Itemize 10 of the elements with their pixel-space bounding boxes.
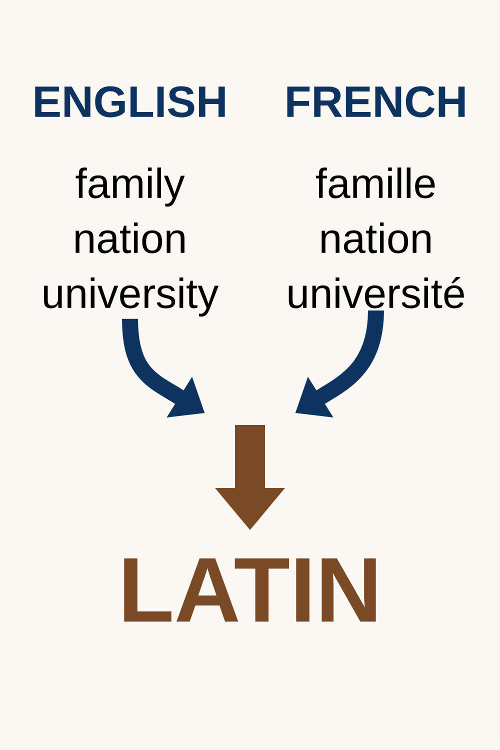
word: nation — [76, 222, 184, 254]
word: université — [288, 277, 464, 308]
language-heading: FRENCH — [287, 86, 465, 118]
word: university — [44, 278, 219, 317]
block-arrow — [215, 425, 285, 530]
word: nation — [322, 222, 430, 254]
language-heading: LATIN — [124, 558, 376, 622]
word: famille — [316, 168, 435, 198]
language-heading: ENGLISH — [35, 86, 225, 118]
word: family — [76, 168, 185, 207]
